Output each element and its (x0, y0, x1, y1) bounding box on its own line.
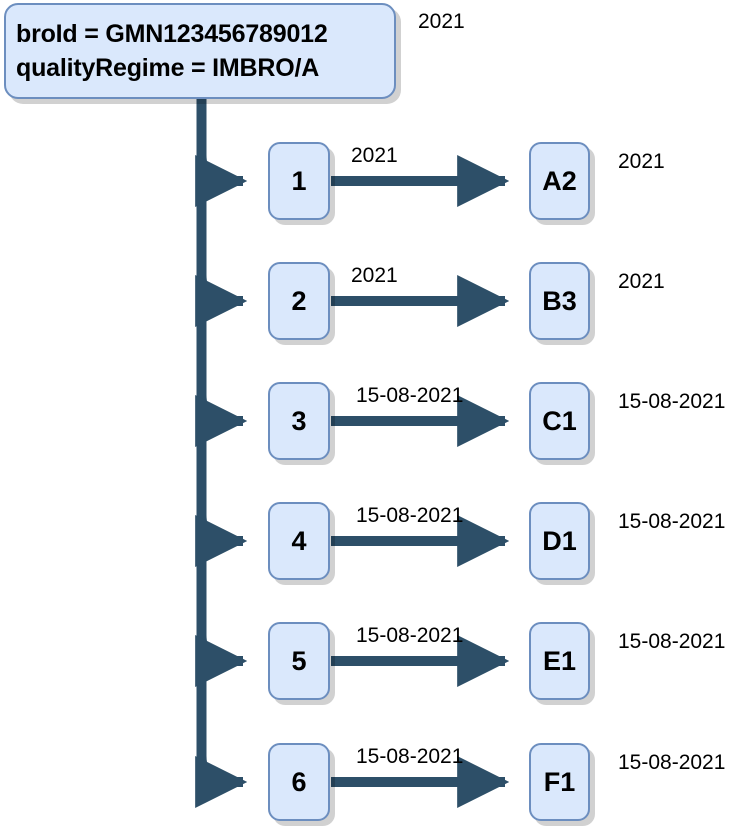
left-node-1-label: 1 (291, 165, 307, 196)
left-node-6[interactable]: 6 (268, 743, 330, 821)
edge-label-6: 15-08-2021 (356, 745, 464, 768)
left-node-1[interactable]: 1 (268, 142, 330, 220)
left-node-2-label: 2 (291, 285, 307, 316)
branch-elbow-5 (195, 634, 248, 687)
gmn-broid-line: broId = GMN123456789012 (16, 20, 328, 48)
right-node-2-label: B3 (542, 285, 577, 316)
side-label-1: 2021 (618, 150, 665, 173)
right-node-1[interactable]: A2 (529, 142, 590, 220)
edge-label-5: 15-08-2021 (356, 624, 464, 647)
side-label-5: 15-08-2021 (618, 630, 726, 653)
right-node-5[interactable]: E1 (529, 622, 590, 700)
left-node-6-label: 6 (291, 766, 307, 797)
branch-elbow-4 (195, 514, 248, 567)
branch-elbow-6 (195, 755, 248, 808)
left-node-4-label: 4 (291, 525, 307, 556)
left-node-3[interactable]: 3 (268, 382, 330, 460)
left-node-5-label: 5 (291, 645, 307, 676)
left-node-2[interactable]: 2 (268, 262, 330, 340)
side-label-3: 15-08-2021 (618, 390, 726, 413)
side-label-6: 15-08-2021 (618, 751, 726, 774)
right-node-4-label: D1 (542, 525, 577, 556)
right-node-4[interactable]: D1 (529, 502, 590, 580)
right-node-6-label: F1 (543, 766, 576, 797)
side-label-4: 15-08-2021 (618, 510, 726, 533)
right-node-1-label: A2 (542, 165, 577, 196)
left-node-3-label: 3 (291, 405, 307, 436)
right-node-3[interactable]: C1 (529, 382, 590, 460)
branch-elbow-2 (195, 274, 248, 327)
edge-label-4: 15-08-2021 (356, 504, 464, 527)
left-node-5[interactable]: 5 (268, 622, 330, 700)
edge-label-1: 2021 (351, 144, 398, 167)
right-node-3-label: C1 (542, 405, 577, 436)
edge-label-2: 2021 (351, 264, 398, 287)
right-node-2[interactable]: B3 (529, 262, 590, 340)
right-node-5-label: E1 (542, 645, 577, 676)
branch-elbow-1 (195, 154, 248, 207)
side-label-2: 2021 (618, 270, 665, 293)
branch-elbow-3 (195, 394, 248, 447)
edge-label-3: 15-08-2021 (356, 384, 464, 407)
gmn-node[interactable]: broId = GMN123456789012 qualityRegime = … (4, 3, 396, 99)
right-node-6[interactable]: F1 (529, 743, 590, 821)
left-node-4[interactable]: 4 (268, 502, 330, 580)
gmn-qualityregime-line: qualityRegime = IMBRO/A (16, 54, 320, 82)
gmn-side-label: 2021 (418, 10, 465, 33)
